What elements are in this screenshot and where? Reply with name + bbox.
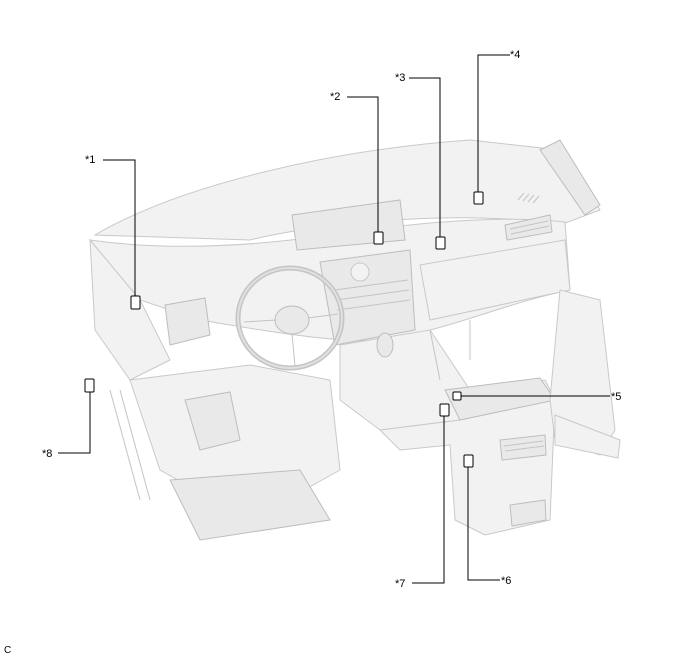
callout-label-6: *6	[501, 575, 512, 587]
callout-label-7: *7	[395, 578, 406, 590]
leader-line-2	[347, 96, 379, 232]
door-sill	[554, 414, 621, 459]
steering-wheel-rim-inner	[237, 267, 343, 369]
right-pillar	[539, 139, 601, 216]
rear-vents	[499, 434, 547, 461]
rear-vent-slats	[503, 440, 545, 452]
right-vent-slats	[509, 220, 550, 235]
callout-label-8: *8	[42, 448, 53, 460]
stack-buttons	[334, 279, 411, 311]
left-vent	[164, 297, 211, 346]
connector-marker-2	[373, 231, 384, 245]
right-vent	[504, 214, 553, 241]
passenger-side-trim	[549, 289, 616, 456]
connector-marker-3	[435, 236, 446, 250]
callout-label-4: *4	[510, 49, 521, 61]
connector-marker-5	[452, 391, 462, 401]
leader-line-3	[409, 77, 441, 237]
callout-label-3: *3	[395, 72, 406, 84]
console-edges	[429, 320, 471, 381]
leader-line-4	[477, 54, 510, 192]
callout-label-5: *5	[611, 391, 622, 403]
callout-label-1: *1	[85, 154, 96, 166]
rear-outlet	[509, 499, 547, 527]
shift-lever	[376, 332, 394, 358]
connector-marker-1	[130, 295, 141, 310]
connector-marker-6	[463, 454, 474, 468]
connector-marker-8	[84, 378, 95, 393]
pedal-area	[184, 391, 241, 451]
glove-box	[419, 239, 571, 321]
defroster-marks	[517, 192, 540, 204]
leader-line-1	[103, 159, 136, 296]
left-trim-lines	[109, 389, 151, 501]
callout-label-2: *2	[330, 91, 341, 103]
center-stack	[319, 249, 416, 346]
driver-side-dash	[89, 238, 171, 381]
steering-spokes	[243, 313, 339, 367]
leader-line-7	[412, 412, 445, 584]
connector-marker-4	[473, 191, 484, 205]
leader-line-6	[467, 466, 500, 581]
floor-mat	[169, 469, 331, 541]
steering-hub	[274, 305, 310, 335]
figure-code: C	[4, 645, 12, 656]
connector-marker-7	[439, 403, 450, 417]
center-console-front	[339, 329, 471, 431]
leader-line-8	[58, 391, 91, 454]
control-knob	[350, 262, 370, 282]
